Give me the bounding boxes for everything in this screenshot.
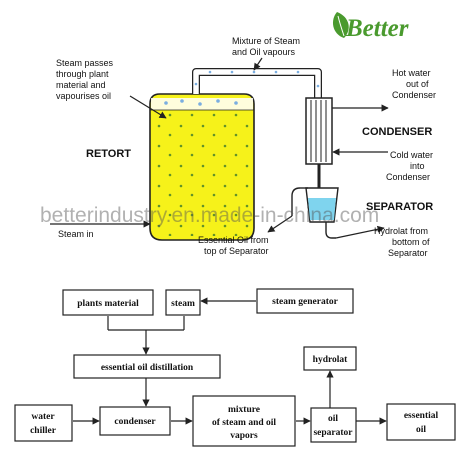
hot-water-label: Hot water out of Condenser [392, 68, 436, 100]
hot-water-line2: out of [406, 79, 429, 89]
hot-water-line1: Hot water [392, 68, 431, 78]
hydrolat-text: hydrolat [313, 355, 349, 365]
cold-water-label: Cold water into Condenser [386, 150, 433, 182]
distillation-box: essential oil distillation [73, 354, 221, 379]
hydrolat-line1: Hydrolat from [374, 226, 428, 236]
separator-label: SEPARATOR [366, 201, 433, 213]
essential-oil-label: Essential Oil from top of Separator [198, 235, 269, 256]
condenser-unit [305, 97, 333, 188]
steam-passes-line2: through plant [56, 69, 109, 79]
water-chiller-line1: water [31, 412, 55, 422]
hydrolat-arrow [335, 225, 385, 239]
hydrolat-line3: Separator [388, 248, 428, 258]
water-chiller-box: water chiller [14, 404, 73, 442]
oil-separator-line2: separator [313, 428, 353, 438]
plants-material-box: plants material [62, 289, 154, 316]
essential-oil-line2: top of Separator [204, 246, 269, 256]
retort-label: RETORT [86, 148, 131, 160]
hydrolat-box: hydrolat [303, 346, 357, 371]
leaf-icon [332, 12, 349, 38]
steam-box: steam [165, 289, 201, 316]
condenser-text: condenser [114, 417, 156, 427]
steam-generator-text: steam generator [272, 297, 338, 307]
oil-separator-line1: oil [328, 414, 338, 424]
cold-water-line1: Cold water [390, 150, 433, 160]
essential-oil-box-line2: oil [416, 425, 426, 435]
hydrolat-label: Hydrolat from bottom of Separator [374, 226, 430, 258]
steam-passes-line4: vapourises oil [56, 91, 111, 101]
mixture-label: Mixture of Steam and Oil vapours [232, 36, 300, 57]
steam-in-label: Steam in [58, 229, 94, 239]
condenser-box: condenser [99, 406, 171, 436]
watermark-text: betterindustry.en.made-in-china.com [40, 204, 379, 227]
mixture-line2: and Oil vapours [232, 47, 296, 57]
distillation-text: essential oil distillation [101, 363, 194, 373]
mixture-box-line2: of steam and oil [212, 418, 276, 428]
plants-material-text: plants material [77, 299, 139, 309]
retort-vessel [149, 93, 255, 241]
hot-water-line3: Condenser [392, 90, 436, 100]
essential-oil-arrow [267, 215, 293, 233]
cold-water-line2: into [410, 161, 425, 171]
flowchart-connectors [73, 297, 387, 425]
oil-separator-box: oil separator [310, 407, 357, 443]
essential-oil-box: essential oil [386, 403, 456, 441]
water-chiller-line2: chiller [30, 426, 57, 436]
separator-unit [291, 187, 339, 239]
condenser-label: CONDENSER [362, 126, 432, 138]
essential-oil-box-line1: essential [404, 411, 439, 421]
logo-text: Better [345, 15, 409, 42]
steam-dots [164, 99, 238, 106]
hydrolat-line2: bottom of [392, 237, 430, 247]
mixture-line1: Mixture of Steam [232, 36, 300, 46]
better-logo: Better [332, 12, 409, 42]
steam-passes-label: Steam passes through plant material and … [56, 58, 114, 101]
vapour-pipe [192, 68, 322, 98]
mixture-pointer [253, 57, 263, 71]
mixture-box-line3: vapors [230, 431, 258, 441]
mixture-box: mixture of steam and oil vapors [192, 395, 296, 447]
mixture-box-line1: mixture [228, 405, 260, 415]
essential-oil-line1: Essential Oil from [198, 235, 269, 245]
steam-passes-pointer [129, 95, 167, 119]
steam-text: steam [171, 299, 195, 309]
steam-passes-line3: material and [56, 80, 106, 90]
cold-water-line3: Condenser [386, 172, 430, 182]
steam-generator-box: steam generator [256, 288, 354, 314]
steam-passes-line1: Steam passes [56, 58, 114, 68]
